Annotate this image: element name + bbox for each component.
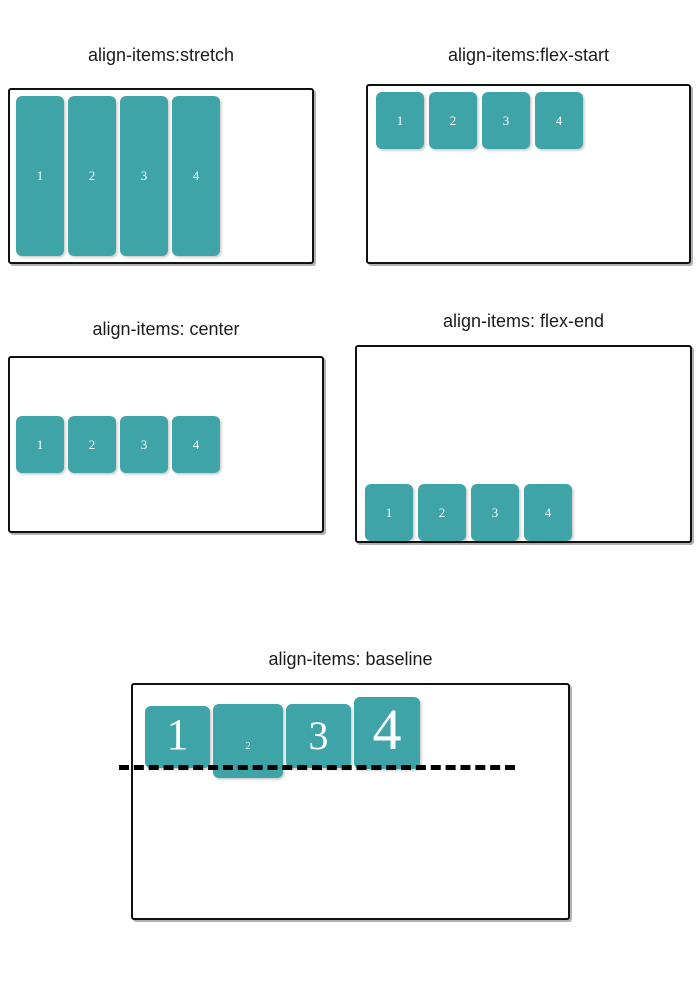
flex-row-flex-start: 1 2 3 4 <box>376 92 689 149</box>
panel-caption-flex-start: align-items:flex-start <box>447 45 610 65</box>
flex-item[interactable]: 3 <box>120 96 168 256</box>
flex-item[interactable]: 4 <box>535 92 583 149</box>
flex-container-flex-end: 1 2 3 4 <box>355 345 692 543</box>
flex-item[interactable]: 3 <box>471 484 519 541</box>
flex-container-baseline: 1 2 3 4 <box>131 683 570 920</box>
flex-item[interactable]: 2 <box>68 416 116 473</box>
panel-caption-flex-end: align-items: flex-end <box>442 311 605 331</box>
flex-row-center: 1 2 3 4 <box>16 358 322 531</box>
flex-item[interactable]: 1 <box>376 92 424 149</box>
flex-container-flex-start: 1 2 3 4 <box>366 84 691 264</box>
panel-align-items-flex-end: align-items: flex-end 1 2 3 4 <box>355 310 692 543</box>
flex-item[interactable]: 4 <box>354 697 420 769</box>
flex-item[interactable]: 2 <box>418 484 466 541</box>
flex-item[interactable]: 4 <box>172 96 220 256</box>
baseline-guide-line <box>119 765 515 770</box>
flex-item[interactable]: 2 <box>429 92 477 149</box>
panel-caption-center: align-items: center <box>92 319 240 339</box>
flex-item[interactable]: 4 <box>172 416 220 473</box>
flex-item[interactable]: 1 <box>145 706 210 768</box>
flex-item[interactable]: 3 <box>286 704 351 768</box>
flex-item[interactable]: 4 <box>524 484 572 541</box>
flex-container-center: 1 2 3 4 <box>8 356 324 533</box>
flex-container-stretch: 1 2 3 4 <box>8 88 314 264</box>
flex-row-flex-end: 1 2 3 4 <box>365 347 690 541</box>
flex-item[interactable]: 3 <box>120 416 168 473</box>
panel-align-items-flex-start: align-items:flex-start 1 2 3 4 <box>366 44 691 264</box>
panel-caption-stretch: align-items:stretch <box>87 45 235 65</box>
panel-align-items-center: align-items: center 1 2 3 4 <box>8 318 324 533</box>
panel-align-items-stretch: align-items:stretch 1 2 3 4 <box>8 44 314 264</box>
flex-row-stretch: 1 2 3 4 <box>16 96 312 256</box>
panel-caption-baseline: align-items: baseline <box>268 649 433 669</box>
flex-item[interactable]: 2 <box>68 96 116 256</box>
flex-item[interactable]: 1 <box>365 484 413 541</box>
flex-item[interactable]: 1 <box>16 96 64 256</box>
flex-item[interactable]: 1 <box>16 416 64 473</box>
panel-align-items-baseline: align-items: baseline 1 2 3 4 <box>131 648 570 920</box>
flex-item[interactable]: 3 <box>482 92 530 149</box>
